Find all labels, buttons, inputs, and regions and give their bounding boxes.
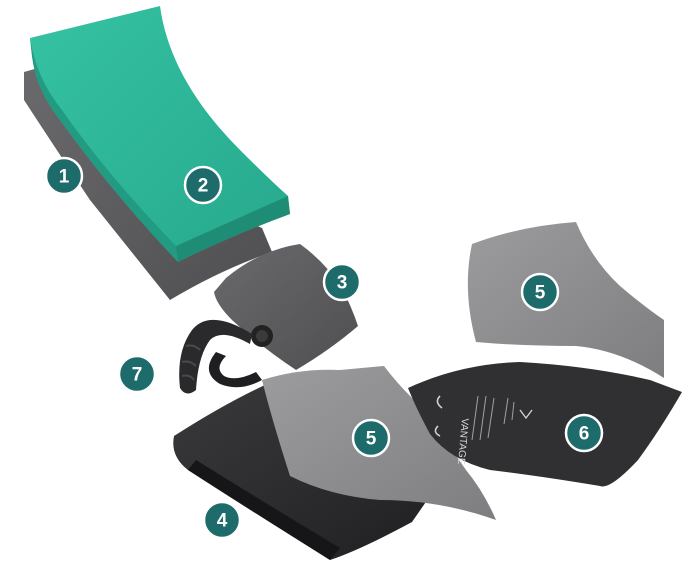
callout-label: 7: [132, 365, 143, 386]
callout-badge-6: 6: [566, 415, 602, 451]
callout-badge-5-back: 5: [522, 274, 558, 310]
callout-badge-7: 7: [119, 356, 155, 392]
light-pad-part-5-back: [468, 222, 664, 378]
callout-label: 6: [579, 424, 590, 445]
callout-badge-3: 3: [324, 264, 360, 300]
callout-badge-1: 1: [46, 158, 82, 194]
callout-label: 2: [198, 176, 209, 197]
callout-label: 4: [217, 511, 228, 532]
callout-label: 5: [535, 283, 546, 304]
callout-badge-4: 4: [204, 502, 240, 538]
callout-badge-2: 2: [185, 167, 221, 203]
callout-badge-5-front: 5: [353, 420, 389, 456]
callout-label: 5: [366, 429, 377, 450]
callout-label: 1: [59, 167, 70, 188]
callout-label: 3: [337, 273, 348, 294]
